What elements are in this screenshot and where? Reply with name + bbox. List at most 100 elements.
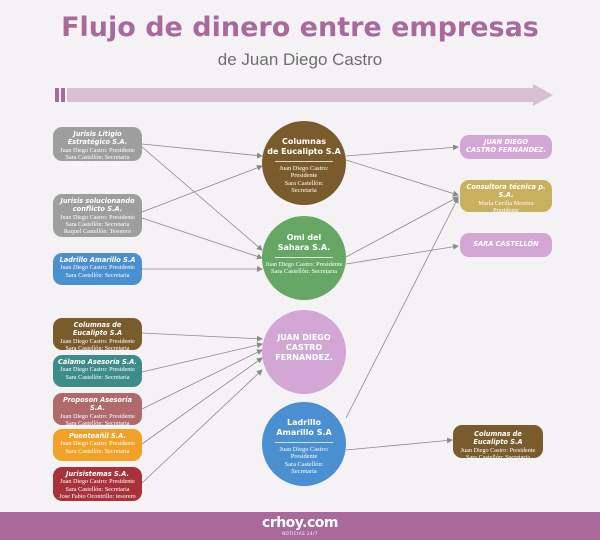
circle-divider xyxy=(275,442,333,443)
box-title: Jurisis Litigio Estratégico S.A. xyxy=(67,130,128,147)
connector-line xyxy=(141,349,263,410)
circle-divider xyxy=(275,257,333,258)
box-title: CASTRO FERNANDEZ. xyxy=(466,146,546,155)
box-person: Geary Calvo: vocal 1 xyxy=(71,161,124,169)
circle-person: Sara Castellón: Secretaria xyxy=(270,268,337,276)
circle-person: Secretaria xyxy=(291,468,317,476)
circle-title: de Eucalipto S.A xyxy=(267,147,341,156)
page-subtitle: de Juan Diego Castro xyxy=(217,50,383,69)
box-person: Juan Diego Castro: Presidente xyxy=(60,337,135,345)
left-box-jurisistemas: Jurisistemas S.A. Juan Diego Castro: Pre… xyxy=(53,467,142,501)
connector-line xyxy=(141,342,263,373)
box-person: Raquel Castellón: Tesorero xyxy=(63,228,132,236)
center-circle-columnas-eucalipto: Columnas de Eucalipto S.A Juan Diego Cas… xyxy=(262,121,346,205)
box-person: Juan Diego Castro: Presidente xyxy=(460,446,536,454)
connector-line xyxy=(345,196,459,258)
circle-title: CASTRO xyxy=(285,343,323,352)
connector-line xyxy=(345,243,459,265)
box-person: María Cecilia Moreira xyxy=(478,199,534,207)
right-box-juan-diego: JUAN DIEGO CASTRO FERNANDEZ. xyxy=(460,135,552,159)
connector-line xyxy=(141,357,263,445)
connector-line xyxy=(141,164,263,213)
box-person: Juan Diego Castro: Presidente xyxy=(60,478,135,486)
box-person: Sara Castellón: Secretaria xyxy=(65,154,130,162)
brand-tagline: NOTICIAS 24/7 xyxy=(282,531,318,536)
box-person: Sara Castellón: Secretaria xyxy=(466,454,530,462)
left-box-puenteanil: Puenteañil S.A. Juan Diego Castro: Presi… xyxy=(53,429,142,461)
box-person: Sara Castellón: Secretaria xyxy=(65,447,130,455)
left-box-ladrillo-amarillo: Ladrillo Amarillo S.A Juan Diego Castro:… xyxy=(53,253,142,285)
box-title: JUAN DIEGO xyxy=(484,138,528,146)
box-title: Columnas de Eucalipto S.A xyxy=(72,321,123,338)
circle-person: Juan Diego Castro: xyxy=(279,446,329,453)
circle-title: JUAN DIEGO xyxy=(277,333,331,342)
brand-logo[interactable]: crhoy.com xyxy=(262,515,338,531)
box-person: Juan Diego Castro: Presidente xyxy=(60,264,135,272)
box-person: Juan Diego Castro: Presidente xyxy=(60,440,135,448)
footer-bar: crhoy.com NOTICIAS 24/7 xyxy=(0,512,600,540)
circle-title: Amarillo S.A xyxy=(276,428,332,437)
circle-title: Columnas xyxy=(282,137,326,146)
left-box-columnas-eucalipto: Columnas de Eucalipto S.A Juan Diego Cas… xyxy=(53,318,142,353)
center-circle-ladrillo-amarillo: Ladrillo Amarillo S.A Juan Diego Castro:… xyxy=(262,402,346,486)
box-title: Cálamo Asesoría S.A. xyxy=(58,358,137,366)
box-person: Jose Fabio Ocontrillo: tesorero xyxy=(59,492,136,500)
left-box-jurisis-solucionando: Jurisis solucionando conflicto S.A. Juan… xyxy=(53,194,142,237)
box-person: Sara Castellón: Secretaria xyxy=(65,420,130,428)
connector-line xyxy=(141,217,263,260)
circle-person: Sara Castellón: xyxy=(284,460,324,468)
box-person: Juan Diego Castro: Presidente xyxy=(60,366,135,374)
box-title: Jurisistemas S.A. xyxy=(66,470,129,478)
box-person: Presidente xyxy=(493,207,519,215)
box-person: Juan Diego Castro: Presidente xyxy=(60,213,135,221)
arrow-tick-2 xyxy=(61,88,65,102)
box-title: Columnas de Eucalipto S.A xyxy=(473,430,523,447)
right-box-consultora-tecnica: Consultora técnica p. S.A. María Cecilia… xyxy=(460,180,552,215)
connector-line xyxy=(345,159,459,197)
circle-title: Ladrillo xyxy=(287,418,321,427)
circle-person: Juan Diego Castro: Presidente xyxy=(265,261,343,268)
right-box-sara-castellon: SARA CASTELLÓN xyxy=(460,233,552,257)
connector-line xyxy=(345,144,459,157)
box-title: Ladrillo Amarillo S.A xyxy=(59,256,136,264)
circle-title: Sahara S.A. xyxy=(277,243,331,252)
box-person: Sara Castellón: Secretaria xyxy=(65,345,130,353)
connector-line xyxy=(141,143,263,159)
circle-person: Presidente xyxy=(290,172,318,180)
connector-line xyxy=(141,332,263,342)
header-arrow xyxy=(55,84,553,106)
circle-divider xyxy=(275,161,333,162)
box-person: Sara Castellón: Secretaria xyxy=(65,271,130,279)
left-box-proposon-asesoria: Proposon Asesoría S.A. Juan Diego Castro… xyxy=(53,393,142,428)
box-title: Jurisis solucionando xyxy=(60,197,135,205)
connector-line xyxy=(345,437,453,451)
connector-line xyxy=(141,369,263,484)
circle-person: Juan Diego Castro: xyxy=(279,165,329,172)
circle-title: FERNANDEZ. xyxy=(275,353,333,362)
circle-person: Presidente xyxy=(290,453,318,461)
page-title: Flujo de dinero entre empresas xyxy=(61,12,539,43)
box-title: Consultora técnica p. S.A. xyxy=(466,183,546,200)
circle-person: Sara Castellón: xyxy=(284,179,324,187)
connector-line xyxy=(345,197,459,419)
box-person: Juan Diego Castro: Presidente xyxy=(60,146,135,154)
left-box-calamo-asesoria: Cálamo Asesoría S.A. Juan Diego Castro: … xyxy=(53,355,142,387)
box-person: Sara Castellón: Secretaria xyxy=(65,485,130,493)
box-person: Sara Castellón: Secretaria xyxy=(65,221,130,229)
center-circle-omi-sahara: Omi del Sahara S.A. Juan Diego Castro: P… xyxy=(262,216,346,300)
arrow-tick-1 xyxy=(55,88,59,102)
right-box-columnas-eucalipto: Columnas de Eucalipto S.A Juan Diego Cas… xyxy=(453,425,543,462)
arrow-head xyxy=(533,84,553,106)
center-circle-juan-diego: JUAN DIEGO CASTRO FERNANDEZ. xyxy=(262,310,346,394)
circle-title: Omi del xyxy=(286,233,322,242)
connector-line xyxy=(141,146,263,251)
circle-person: Secretaria xyxy=(291,187,317,195)
box-title: Puenteañil S.A. xyxy=(68,432,127,440)
box-person: Juan Diego Castro: Presidente xyxy=(60,412,135,420)
arrow-shaft xyxy=(67,88,535,102)
box-title: SARA CASTELLÓN xyxy=(473,240,539,248)
box-person: Sara Castellón: Secretaria xyxy=(65,373,130,381)
box-title: Proposon Asesoría S.A. xyxy=(62,396,133,413)
box-title: conflicto S.A. xyxy=(72,205,123,214)
